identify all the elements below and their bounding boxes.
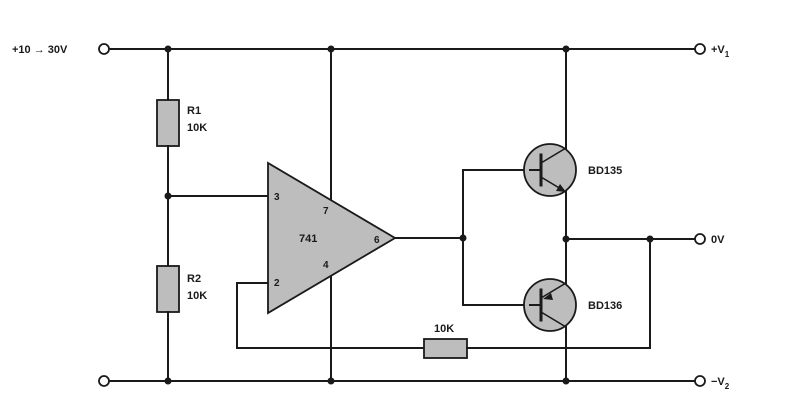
terminal-supply-in (98, 43, 110, 55)
resistor-feedback (423, 338, 468, 359)
r2-name-label: R2 (187, 273, 201, 285)
zero-out-label: 0V (711, 234, 725, 246)
transistor-q1 (523, 143, 577, 197)
terminal-neg-out (694, 375, 706, 387)
supply-label: +10 → 30V (12, 44, 68, 56)
pin7-label: 7 (323, 206, 329, 217)
junction-dot (164, 45, 172, 53)
pin4-label: 4 (323, 260, 329, 271)
neg-out-label: −V2 (711, 376, 730, 391)
junction-dot (327, 45, 335, 53)
terminal-ground-in (98, 375, 110, 387)
r1-name-label: R1 (187, 105, 201, 117)
junction-dot (646, 235, 654, 243)
transistor-q2 (523, 278, 577, 332)
resistor-r2 (156, 265, 180, 313)
junction-dot (459, 234, 467, 242)
q2-label: BD136 (588, 300, 622, 312)
junction-dot (164, 192, 172, 200)
pin2-label: 2 (274, 278, 280, 289)
feedback-wire-right (466, 238, 651, 349)
junction-dot (562, 45, 570, 53)
junction-dot (562, 235, 570, 243)
pos-out-label: +V1 (711, 44, 730, 59)
terminal-zero-out (694, 233, 706, 245)
pin3-label: 3 (274, 192, 280, 203)
junction-dot (562, 377, 570, 385)
q1-label: BD135 (588, 165, 622, 177)
opamp-741 (267, 161, 397, 315)
r2-value-label: 10K (187, 290, 207, 302)
feedback-resistor-label: 10K (434, 323, 454, 335)
opamp-label: 741 (299, 233, 317, 245)
junction-dot (164, 377, 172, 385)
terminal-pos-out (694, 43, 706, 55)
resistor-r1 (156, 99, 180, 147)
junction-dot (327, 377, 335, 385)
pin6-label: 6 (374, 235, 380, 246)
r1-value-label: 10K (187, 122, 207, 134)
